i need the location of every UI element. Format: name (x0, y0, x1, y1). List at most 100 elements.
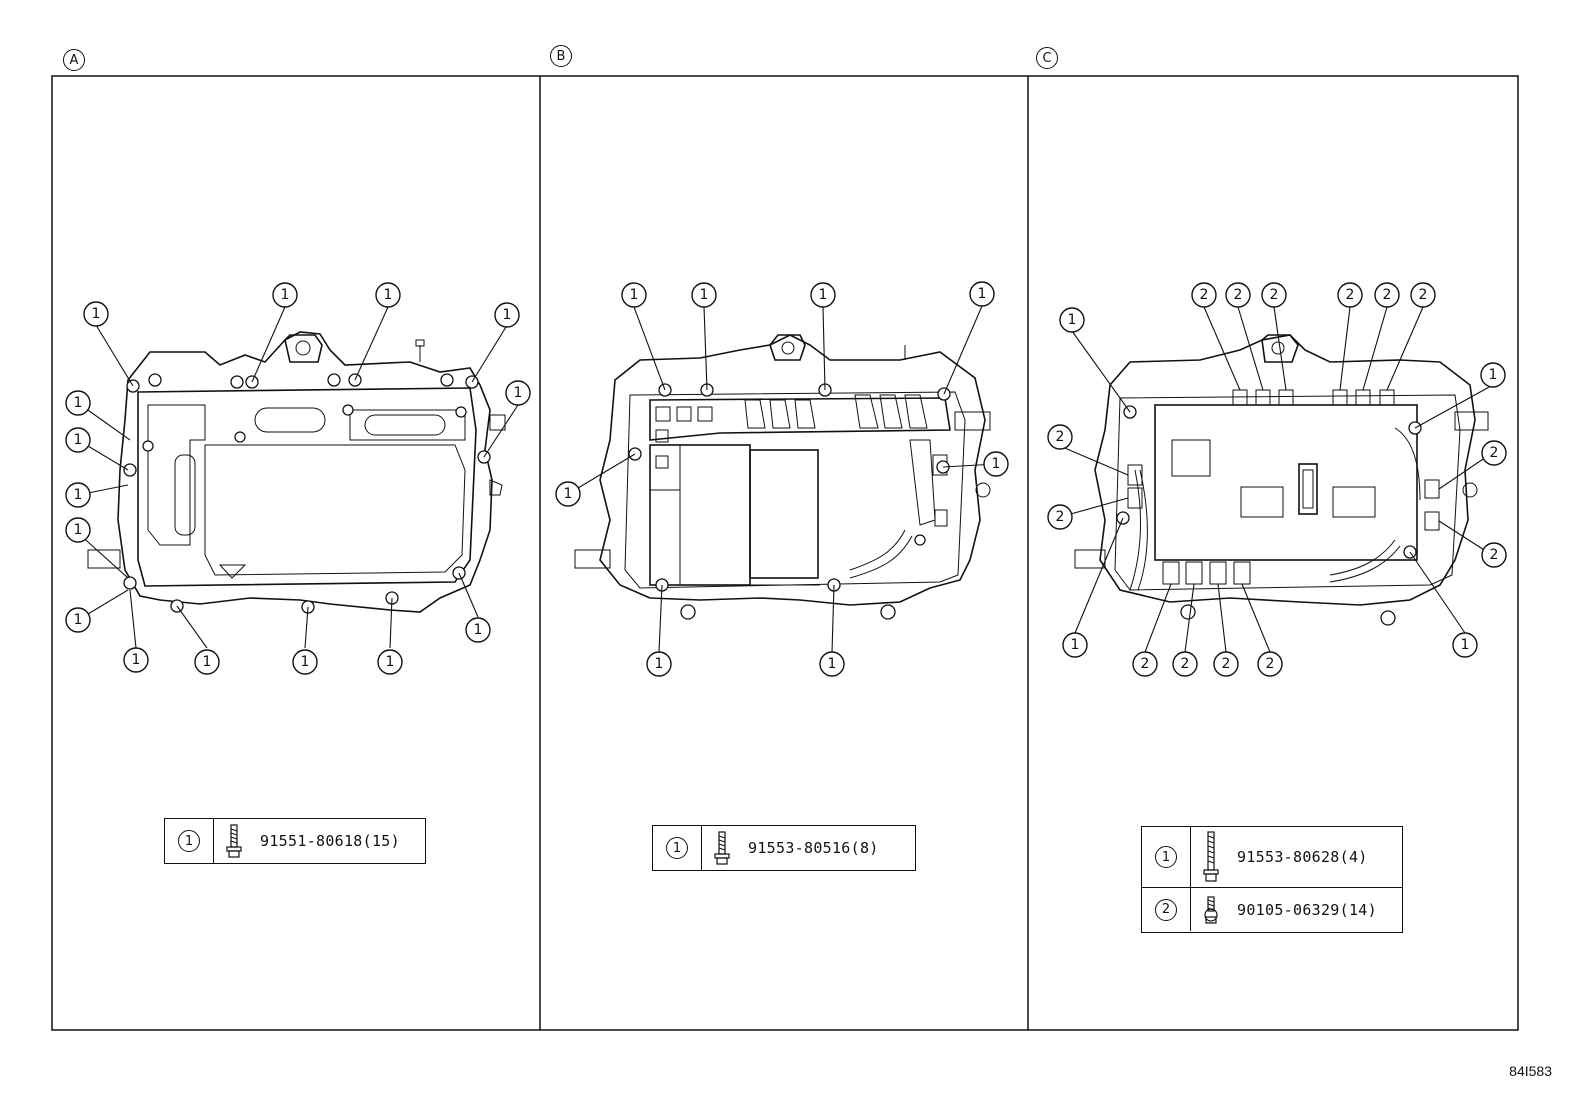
legend-row: 1 91551-80618(15) (165, 819, 425, 863)
panel-b-callouts: 1 1 1 1 1 1 1 1 (555, 281, 1009, 677)
svg-text:1: 1 (384, 287, 393, 303)
svg-text:1: 1 (564, 486, 573, 502)
callout-1: 1 (555, 481, 581, 507)
callout-1: 1 (691, 282, 717, 308)
svg-text:1: 1 (203, 654, 212, 670)
panel-c-label: C (1036, 47, 1058, 69)
callout-1: 1 (65, 607, 91, 633)
svg-text:1: 1 (74, 487, 83, 503)
callout-1: 1 (983, 451, 1009, 477)
flange-bolt-icon (214, 819, 254, 863)
callout-2: 2 (1374, 282, 1400, 308)
callout-1: 1 (123, 647, 149, 673)
callout-1: 1 (83, 301, 109, 327)
svg-text:2: 2 (1200, 287, 1209, 303)
legend-part-number: 91553-80516(8) (748, 839, 879, 857)
callout-2: 2 (1047, 504, 1073, 530)
svg-text:1: 1 (819, 287, 828, 303)
svg-text:1: 1 (74, 395, 83, 411)
panel-a-callouts: 1 1 1 1 1 1 1 1 1 1 1 1 1 1 1 (65, 282, 531, 675)
callout-2: 2 (1410, 282, 1436, 308)
callout-2: 2 (1261, 282, 1287, 308)
svg-text:1: 1 (700, 287, 709, 303)
svg-text:1: 1 (1461, 637, 1470, 653)
callout-1: 1 (1480, 362, 1506, 388)
callout-1: 1 (810, 282, 836, 308)
callout-1: 1 (505, 380, 531, 406)
svg-text:1: 1 (386, 654, 395, 670)
callout-2: 2 (1481, 542, 1507, 568)
svg-text:2: 2 (1266, 656, 1275, 672)
svg-text:1: 1 (474, 622, 483, 638)
panel-a-housing: 1 1 1 1 1 1 1 1 1 1 1 1 1 1 1 (65, 282, 531, 675)
panel-frame (51, 75, 1519, 1031)
callout-2: 2 (1132, 651, 1158, 677)
svg-text:1: 1 (1071, 637, 1080, 653)
callout-2: 2 (1047, 424, 1073, 450)
callout-1: 1 (1062, 632, 1088, 658)
svg-text:1: 1 (630, 287, 639, 303)
callout-1: 1 (1452, 632, 1478, 658)
callout-2: 2 (1225, 282, 1251, 308)
legend-callout-number: 1 (666, 837, 688, 859)
callout-2: 2 (1191, 282, 1217, 308)
panel-b-legend: 1 91553-80516(8) (652, 825, 916, 871)
callout-1: 1 (292, 649, 318, 675)
svg-text:1: 1 (992, 456, 1001, 472)
flange-bolt-icon (702, 826, 742, 870)
callout-1: 1 (1059, 307, 1085, 333)
svg-text:1: 1 (92, 306, 101, 322)
svg-text:2: 2 (1490, 547, 1499, 563)
callout-1: 1 (65, 390, 91, 416)
svg-text:1: 1 (132, 652, 141, 668)
callout-2: 2 (1337, 282, 1363, 308)
panel-a-legend: 1 91551-80618(15) (164, 818, 426, 864)
legend-row: 1 91553-80516(8) (653, 826, 915, 870)
callout-2: 2 (1213, 651, 1239, 677)
svg-text:1: 1 (74, 432, 83, 448)
svg-text:1: 1 (655, 656, 664, 672)
legend-part-number: 91553-80628(4) (1237, 848, 1368, 866)
svg-text:2: 2 (1383, 287, 1392, 303)
legend-row: 2 90105-06329(14) (1142, 887, 1402, 931)
callout-1: 1 (194, 649, 220, 675)
panel-a-bolt-holes (123, 373, 491, 614)
panel-c-leaders (1059, 306, 1493, 653)
panel-b-label: B (550, 45, 572, 67)
svg-text:1: 1 (828, 656, 837, 672)
svg-text:1: 1 (301, 654, 310, 670)
long-bolt-icon (1191, 827, 1231, 887)
svg-text:2: 2 (1181, 656, 1190, 672)
svg-text:2: 2 (1490, 445, 1499, 461)
svg-text:2: 2 (1056, 429, 1065, 445)
callout-2: 2 (1257, 651, 1283, 677)
svg-text:2: 2 (1056, 509, 1065, 525)
panel-b-leaders (567, 305, 997, 653)
svg-text:2: 2 (1346, 287, 1355, 303)
svg-text:1: 1 (74, 522, 83, 538)
callout-1: 1 (65, 427, 91, 453)
svg-text:2: 2 (1141, 656, 1150, 672)
panel-b-housing: 1 1 1 1 1 1 1 1 (555, 281, 1009, 677)
callout-1: 1 (465, 617, 491, 643)
svg-text:1: 1 (74, 612, 83, 628)
svg-text:1: 1 (281, 287, 290, 303)
panel-c-callouts: 1 2 2 2 2 2 2 1 2 2 2 2 1 1 2 2 2 2 (1047, 282, 1507, 677)
svg-text:2: 2 (1234, 287, 1243, 303)
svg-text:2: 2 (1270, 287, 1279, 303)
callout-1: 1 (65, 517, 91, 543)
svg-text:1: 1 (514, 385, 523, 401)
legend-callout-number: 1 (178, 830, 200, 852)
callout-1: 1 (377, 649, 403, 675)
callout-2: 2 (1172, 651, 1198, 677)
callout-1: 1 (621, 282, 647, 308)
svg-text:2: 2 (1222, 656, 1231, 672)
svg-text:1: 1 (503, 307, 512, 323)
legend-part-number: 90105-06329(14) (1237, 900, 1377, 919)
callout-1: 1 (272, 282, 298, 308)
illustration-code: 84I583 (1509, 1063, 1552, 1079)
panel-c-housing: 1 2 2 2 2 2 2 1 2 2 2 2 1 1 2 2 2 2 (1047, 282, 1507, 677)
callout-2: 2 (1481, 440, 1507, 466)
legend-callout-number: 2 (1155, 898, 1177, 921)
